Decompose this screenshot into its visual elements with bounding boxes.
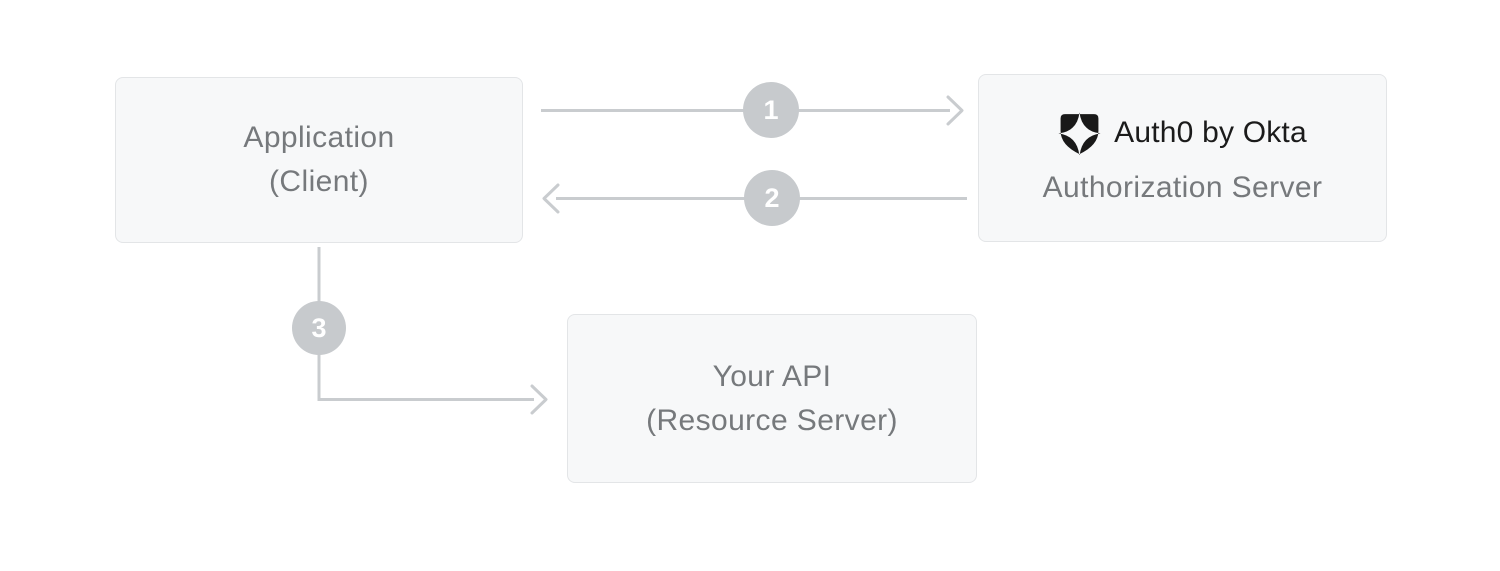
auth0-brand-text: Auth0 by Okta (1114, 116, 1307, 149)
arrow-right-icon (530, 384, 548, 415)
auth0-brand-row: Auth0 by Okta (1058, 111, 1307, 155)
step-3-badge: 3 (292, 301, 346, 355)
your-api-box: Your API (Resource Server) (567, 314, 977, 483)
api-box-subtitle: (Resource Server) (646, 403, 898, 437)
authorization-server-box: Auth0 by Okta Authorization Server (978, 74, 1387, 242)
arrow-right-icon (946, 95, 964, 126)
application-box-title: Application (243, 121, 395, 154)
step-1-number: 1 (763, 94, 779, 125)
application-box-subtitle: (Client) (269, 165, 369, 198)
application-client-box: Application (Client) (115, 77, 523, 243)
step-2-badge: 2 (744, 170, 800, 226)
api-box-title: Your API (712, 359, 832, 393)
step-1-badge: 1 (743, 82, 799, 138)
step-2-number: 2 (764, 182, 780, 213)
arrow-left-icon (542, 183, 560, 214)
step-3-number: 3 (311, 312, 327, 343)
auth0-shield-icon (1058, 111, 1101, 155)
arrow-3-elbow-line (317, 247, 534, 401)
authorization-server-label: Authorization Server (1042, 170, 1323, 204)
